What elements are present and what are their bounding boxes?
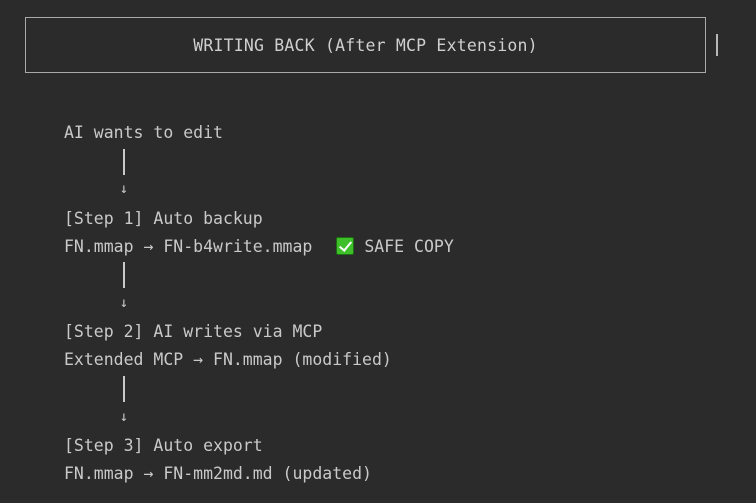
connector-line-2 — [123, 262, 125, 288]
connector-line-3 — [123, 376, 125, 402]
step1-detail-row: FN.mmap → FN-b4write.mmap SAFE COPY — [64, 237, 454, 257]
safe-copy-badge: SAFE COPY — [364, 237, 454, 256]
arrow-down-icon: ↓ — [119, 181, 129, 197]
header-title: WRITING BACK (After MCP Extension) — [193, 35, 538, 55]
arrow-down-icon: ↓ — [119, 409, 129, 425]
step1-title: [Step 1] Auto backup — [64, 209, 263, 228]
step2-title: [Step 2] AI writes via MCP — [64, 322, 323, 341]
checkmark-icon — [336, 237, 355, 255]
flow-start-text: AI wants to edit — [64, 123, 223, 142]
header-box-right-mark — [716, 34, 718, 56]
header-box: WRITING BACK (After MCP Extension) — [25, 17, 718, 73]
step3-detail: FN.mmap → FN-mm2md.md (updated) — [64, 464, 372, 483]
step2-detail: Extended MCP → FN.mmap (modified) — [64, 350, 392, 369]
step1-detail: FN.mmap → FN-b4write.mmap — [64, 237, 313, 256]
connector-line-1 — [123, 149, 125, 175]
arrow-down-icon: ↓ — [119, 295, 129, 311]
step3-title: [Step 3] Auto export — [64, 436, 263, 455]
